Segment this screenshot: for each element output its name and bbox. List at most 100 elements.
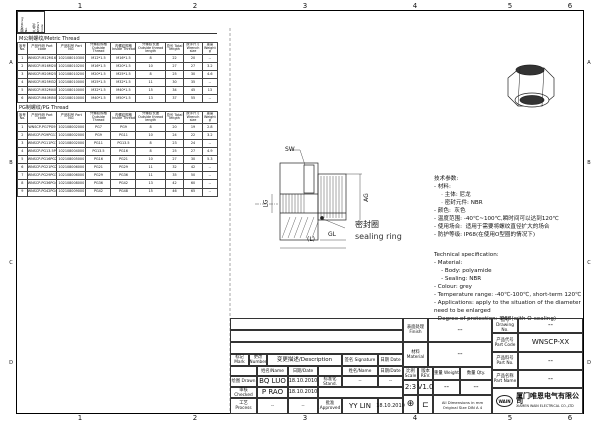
- spec-line: - 防护等级: IP68(在使用O型圈的情况下): [434, 232, 536, 238]
- name-header-2: 姓名/Name: [342, 366, 378, 376]
- name-header: 姓名/Name: [257, 366, 288, 376]
- table-cell: 102108010000: [56, 94, 87, 104]
- pg-table-title: PG制螺纹/PG Thread: [19, 105, 69, 111]
- cone-symbol-icon: ⊏: [418, 395, 433, 414]
- date-header-2: 日期/Date: [288, 366, 318, 376]
- column-header: 扳手尺寸 Wrench size: [183, 111, 203, 124]
- spec-line: - Degree of protection: IP68(with O-seal…: [434, 316, 557, 322]
- qty-label: 数量 Qty.: [460, 367, 492, 380]
- company-name-en: XIAMEN WAIN ELECTRICAL CO.,LTD: [516, 403, 574, 408]
- column-number: 4: [412, 414, 418, 422]
- table-cell: WNSCP-PG42PG48: [26, 187, 58, 197]
- row-letter: B: [9, 160, 13, 166]
- sealing-ring-cn-label: 密封圈: [355, 220, 379, 229]
- lg-label: LG: [262, 199, 270, 208]
- checked-name: P RAO: [257, 387, 288, 398]
- material-label: 材料 Material: [403, 342, 428, 367]
- process-date: --: [288, 398, 318, 414]
- column-number: 6: [567, 2, 573, 10]
- length-label: (L): [307, 236, 316, 243]
- approved-label: 批准 Approved: [318, 398, 342, 414]
- column-number: 5: [507, 2, 513, 10]
- approved-date: 18.10.2010: [376, 398, 405, 414]
- spec-en: Technical specification:- Material: - Bo…: [434, 251, 581, 323]
- finish-value: --: [428, 318, 492, 342]
- spec-line: 技术参数:: [434, 176, 459, 182]
- checked-date: 18.10.2010: [288, 387, 318, 398]
- description-header: 变更描述/Description: [267, 354, 342, 366]
- table-cell: --: [201, 94, 219, 104]
- spec-line: Technical specification:: [434, 252, 499, 258]
- spec-line: - Temperature range: -40℃-100℃, short-te…: [434, 292, 582, 298]
- column-number: 2: [192, 2, 198, 10]
- spec-line: - Colour: grey: [434, 284, 472, 290]
- section-hatch: [281, 216, 319, 239]
- company-block: WAIN 厦门唯恩电气有限公司 XIAMEN WAIN ELECTRICAL C…: [492, 388, 583, 414]
- spec-line: - 温度范围: -40℃~100℃,瞬时间可以达到120℃: [434, 216, 559, 222]
- gl-label: GL: [328, 231, 336, 238]
- qty-value: --: [460, 380, 492, 395]
- table-cell: --: [201, 187, 219, 197]
- corner-box: 图号/Drwg No. 产品代号/Part Code: [17, 11, 45, 33]
- stand-name: --: [342, 376, 378, 387]
- spec-line: - 材料:: [434, 184, 451, 190]
- column-number: 6: [567, 414, 573, 422]
- date-header: 日期 Date: [378, 354, 403, 366]
- thread-lines: [282, 176, 343, 218]
- stand-label: 标准化 Stand.: [318, 376, 342, 387]
- part-code-value: WNSCP-XX: [518, 333, 583, 352]
- sw-label: SW: [285, 146, 295, 153]
- dimensions-note: All Dimensions in mm Original Size DIN A…: [433, 395, 492, 414]
- table-cell: 55: [183, 94, 203, 104]
- metric-table-title: M公制螺纹/Metric Thread: [19, 36, 80, 42]
- signature-header: 签名 Signature: [342, 354, 378, 366]
- sealing-ring-en-label: sealing ring: [355, 232, 402, 241]
- company-logo: WAIN: [496, 395, 514, 407]
- drawing-no-value: --: [518, 318, 583, 333]
- spec-line: - Applications: apply to the situation o…: [434, 300, 581, 306]
- rev-value: V1.0: [418, 380, 433, 395]
- stand-date: --: [378, 376, 403, 387]
- column-header: 外螺纹长度 Outside thread length: [135, 42, 166, 55]
- column-number: 1: [77, 2, 83, 10]
- finish-label: 表面处理 Finish: [403, 318, 428, 342]
- table-cell: 65: [183, 187, 203, 197]
- drawing-no-label: 图号 Drawing No.: [492, 318, 518, 333]
- column-number: 2: [192, 414, 198, 422]
- mark-header: 标记 Mark: [230, 354, 249, 366]
- ag-label: AG: [362, 193, 370, 202]
- divider: [17, 33, 217, 34]
- spec-line: - Body: polyamide: [434, 268, 492, 274]
- row-letter: C: [9, 260, 13, 266]
- part-no-value: --: [518, 352, 583, 370]
- row-letter: C: [587, 260, 591, 266]
- table-cell: WNSCP-M40M50: [26, 94, 58, 104]
- part-name-value: --: [518, 370, 583, 388]
- scale-label: 比例 Scale: [403, 367, 418, 380]
- column-number: 3: [302, 414, 308, 422]
- row-letter: A: [9, 60, 13, 66]
- drawn-date: 18.10.2010: [288, 376, 318, 387]
- spec-cn: 技术参数:- 材料: · 主体: 尼龙 · 密封元件: NBR- 颜色: 灰色-…: [434, 175, 559, 239]
- column-number: 1: [77, 414, 83, 422]
- column-number: 3: [302, 2, 308, 10]
- spec-line: · 主体: 尼龙: [434, 192, 471, 198]
- spec-line: - Sealing: NBR: [434, 276, 482, 282]
- checked-label: 审核 Checked: [230, 387, 257, 398]
- table-cell: 102108009000: [56, 187, 87, 197]
- material-value: --: [428, 342, 492, 367]
- scale-value: 2:3: [403, 380, 418, 395]
- part-name-label: 产品名称 Part Name: [492, 370, 518, 388]
- row-letter: D: [9, 360, 13, 366]
- column-number: 4: [412, 2, 418, 10]
- company-name-cn: 厦门唯恩电气有限公司: [516, 391, 580, 405]
